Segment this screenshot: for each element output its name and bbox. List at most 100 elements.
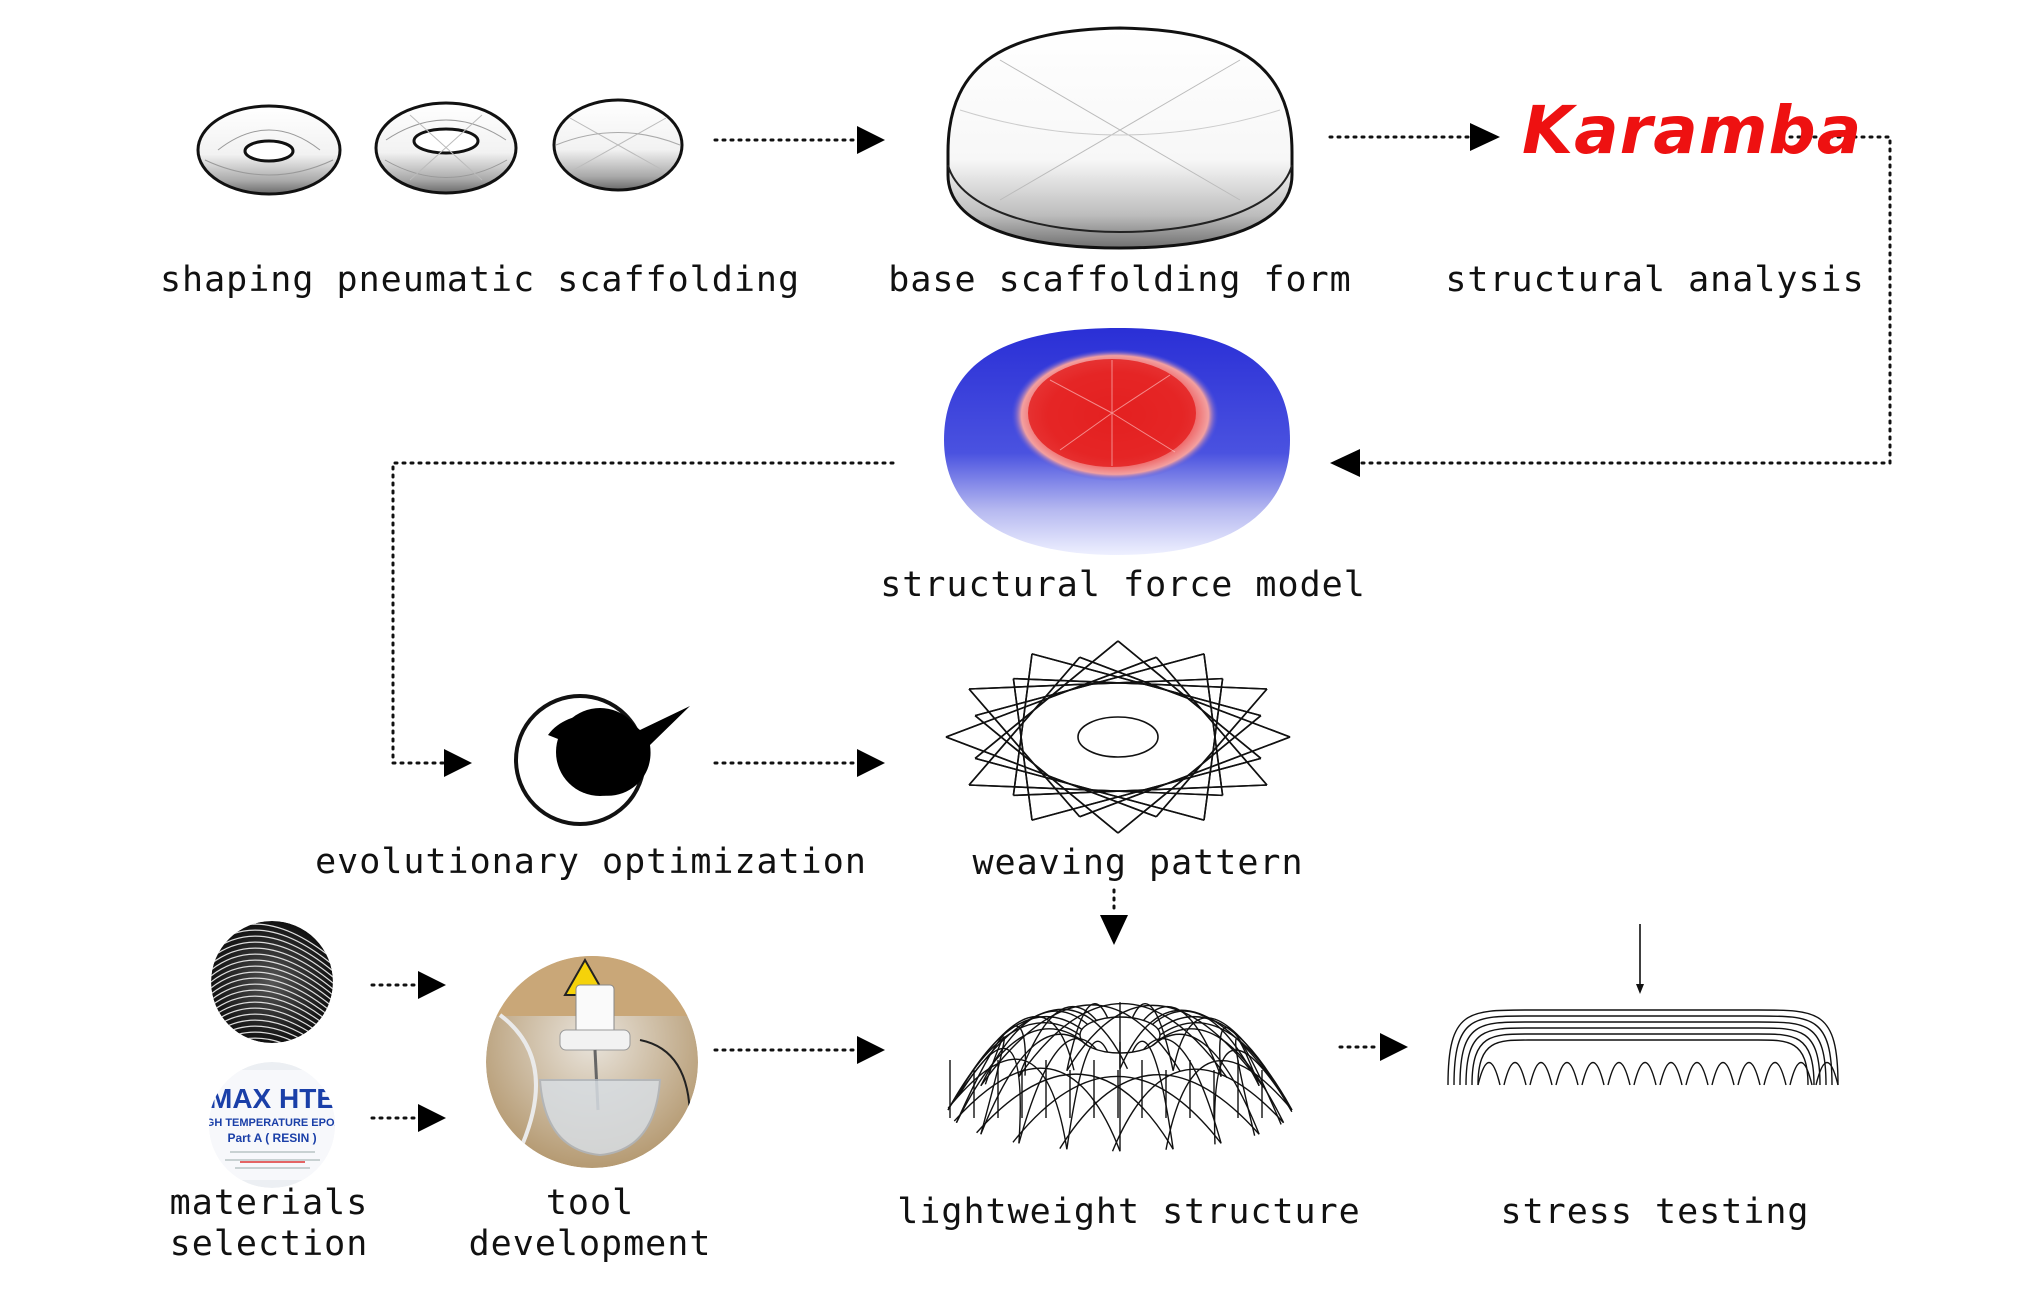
epoxy-line-2: HIGH TEMPERATURE EPOXY	[195, 1117, 350, 1129]
weave-strand	[974, 757, 1205, 821]
dome-rib	[1018, 1005, 1098, 1077]
arrowhead-icon	[1380, 1033, 1408, 1061]
stress-rib	[1815, 1062, 1839, 1086]
stress-rib	[1555, 1062, 1579, 1086]
label-force: structural force model	[880, 565, 1366, 605]
base-dome-icon	[946, 26, 1294, 250]
weave-strand	[945, 736, 1157, 818]
arrowhead-icon	[1100, 915, 1128, 945]
weaving-pattern-icon	[945, 640, 1291, 834]
arrowhead-icon	[1470, 123, 1500, 151]
dome-arc	[947, 1015, 1075, 1111]
fiber-strand	[211, 1037, 333, 1043]
stress-rib	[1581, 1062, 1605, 1086]
dome-rib	[1142, 1038, 1222, 1144]
weave-strand	[1155, 688, 1268, 818]
dome-rib	[980, 1010, 1089, 1087]
connectors	[370, 135, 1892, 1120]
torus-2-icon	[374, 101, 518, 195]
label-tool-1: tool	[545, 1183, 635, 1223]
dome-arc	[1165, 1059, 1293, 1150]
label-evolution: evolutionary optimization	[315, 842, 867, 882]
dome-arc	[1213, 1049, 1285, 1145]
dome-arc	[1066, 1004, 1264, 1088]
epoxy-line-3: Part A ( RESIN )	[227, 1131, 316, 1145]
stress-rib	[1711, 1062, 1735, 1086]
dome-rib	[1018, 1038, 1098, 1144]
weave-strand	[968, 688, 1081, 818]
arrow-force-to-evolution	[391, 461, 895, 765]
karamba-logo: Karamba	[1522, 92, 1863, 169]
stress-rib	[1789, 1062, 1813, 1086]
weave-strand	[1012, 653, 1033, 796]
stress-rib	[1477, 1062, 1501, 1086]
stress-rib	[1737, 1062, 1761, 1086]
dome-rib	[1131, 1003, 1174, 1071]
weave-strand	[1117, 715, 1262, 834]
fiber-strand	[211, 977, 333, 1020]
arrowhead-icon	[444, 749, 472, 777]
dome-arc	[1111, 1068, 1285, 1152]
fiber-strand	[211, 1031, 333, 1043]
dome-rib	[1159, 1022, 1293, 1111]
fiber-strand	[211, 989, 333, 1032]
fiber-strand	[211, 965, 333, 1008]
dome-arc	[980, 1004, 1181, 1087]
tool-photo	[486, 956, 698, 1168]
torus-1-icon	[196, 104, 342, 196]
dome-arc	[1059, 1074, 1260, 1150]
fiber-strand	[211, 983, 333, 1026]
weave-strand	[969, 677, 1223, 690]
weave-strand	[1031, 653, 1262, 717]
weave-strand	[1117, 640, 1262, 759]
stress-arc	[1465, 1027, 1821, 1086]
label-base: base scaffolding form	[888, 260, 1352, 300]
dome-rib	[1066, 1003, 1109, 1071]
label-tool-2: development	[468, 1224, 712, 1264]
arrow-karamba-to-force	[1358, 135, 1892, 465]
weave-strand	[1155, 656, 1268, 786]
weave-strand	[1203, 678, 1224, 821]
label-analysis: structural analysis	[1445, 260, 1865, 300]
torus-3-icon	[552, 98, 684, 192]
dome-rib	[1066, 1040, 1109, 1150]
dome-arc	[953, 1067, 1121, 1152]
dome-rib	[1131, 1040, 1174, 1150]
label-weaving: weaving pattern	[972, 843, 1304, 883]
dome-rib	[955, 1015, 1083, 1098]
stress-rib	[1529, 1062, 1553, 1086]
epoxy-photo: MAX HTE HIGH TEMPERATURE EPOXY Part A ( …	[195, 1062, 350, 1188]
weave-strand	[945, 656, 1157, 738]
force-model-icon	[944, 328, 1290, 555]
arrowhead-icon	[1330, 449, 1360, 477]
dome-rib	[1157, 1015, 1285, 1098]
stress-test-icon	[1447, 924, 1839, 1086]
dome-arc	[1172, 1017, 1293, 1113]
stress-rib	[1763, 1062, 1787, 1086]
stress-arc	[1477, 1039, 1809, 1086]
label-lightweight: lightweight structure	[897, 1192, 1361, 1232]
dome-arc	[955, 1008, 1129, 1098]
weave-strand	[1079, 656, 1291, 738]
stress-arc	[1459, 1021, 1827, 1086]
label-materials-2: selection	[169, 1224, 369, 1264]
arrowhead-icon	[418, 1104, 446, 1132]
arrowhead-icon	[857, 126, 885, 154]
label-shaping: shaping pneumatic scaffolding	[159, 260, 801, 300]
stress-arc	[1453, 1015, 1833, 1086]
lightweight-structure-icon	[947, 1002, 1293, 1152]
weave-strand	[1013, 784, 1267, 797]
stress-rib	[1659, 1062, 1683, 1086]
arrowhead-icon	[418, 971, 446, 999]
arrowhead-icon	[857, 749, 885, 777]
dome-arc	[1018, 1002, 1228, 1079]
stress-rib	[1685, 1062, 1709, 1086]
weave-ring	[1077, 716, 1159, 758]
arrowheads	[418, 123, 1500, 1132]
weave-strand	[968, 656, 1081, 786]
label-materials-1: materials	[169, 1183, 369, 1223]
epoxy-line-1: MAX HTE	[209, 1083, 335, 1114]
dome-arc	[1234, 1037, 1260, 1136]
